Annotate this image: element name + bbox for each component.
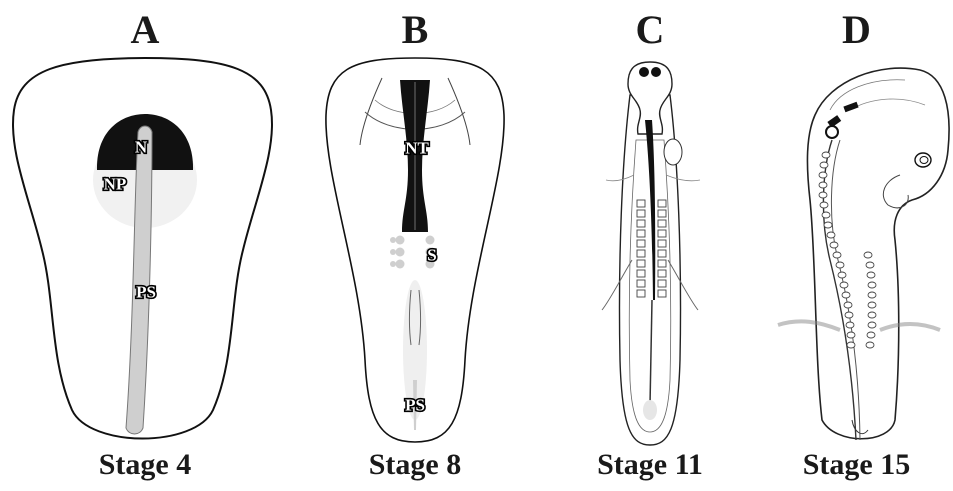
stage-label-d: Stage 15 bbox=[760, 448, 953, 482]
heart bbox=[664, 139, 682, 165]
embryo-stage15-diagram bbox=[760, 0, 953, 491]
embryo-stage8-diagram: NT S PS bbox=[290, 0, 540, 491]
panel-a: A N NP PS Stage 4 bbox=[0, 0, 290, 491]
panel-d: D Stage bbox=[760, 0, 953, 491]
label-ps: PS bbox=[405, 396, 425, 415]
label-np: NP bbox=[104, 175, 127, 194]
eye-inner bbox=[920, 157, 928, 164]
optic-vesicle-right bbox=[651, 67, 661, 77]
tail-bud bbox=[643, 400, 657, 420]
embryo-stage11-diagram bbox=[540, 0, 760, 491]
optic-vesicle-left bbox=[639, 67, 649, 77]
panel-b: B NT S PS Stage 8 bbox=[290, 0, 540, 491]
embryo-stage4-diagram: N NP PS bbox=[0, 0, 290, 491]
panel-c: C Stage 11 bbox=[540, 0, 760, 491]
somites-left bbox=[390, 236, 405, 269]
stage-label-b: Stage 8 bbox=[290, 448, 540, 482]
stage-label-c: Stage 11 bbox=[540, 448, 760, 482]
label-s: S bbox=[427, 246, 436, 265]
label-n: N bbox=[135, 138, 148, 157]
stage-label-a: Stage 4 bbox=[0, 448, 290, 482]
label-ps: PS bbox=[136, 283, 156, 302]
otic-vesicle bbox=[826, 126, 838, 138]
label-nt: NT bbox=[405, 139, 429, 158]
